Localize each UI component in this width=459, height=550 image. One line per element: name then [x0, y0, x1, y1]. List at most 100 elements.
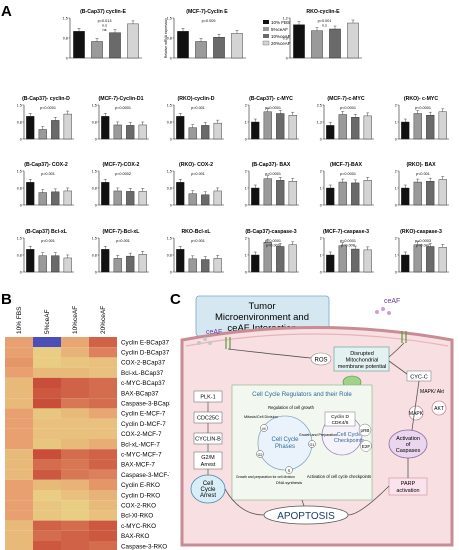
e2f-label: E2F	[362, 444, 371, 449]
cell-cycle-arrest-line2: Cycle	[200, 487, 216, 493]
bar	[326, 187, 335, 206]
panel-a-bar-charts: (B-Cap37) cyclin-E00.81.5p=0.013n.sns(MC…	[17, 9, 449, 274]
heatmap-cell	[61, 428, 89, 439]
mitochondria-line3: membrane potential	[338, 364, 387, 370]
y-tick-label: 0	[95, 270, 97, 274]
chart-title: (MCF-7)-COX-2	[103, 162, 140, 168]
heatmap-cell	[33, 428, 61, 439]
heatmap-row-label: Cyclin D-BCap37	[121, 350, 170, 357]
arrow	[347, 485, 390, 516]
bar	[38, 129, 47, 140]
heatmap-row-label: c-MYC-BCap37	[121, 380, 166, 387]
heatmap-cell	[61, 510, 89, 521]
y-tick-label: 0	[20, 137, 22, 141]
heatmap-row-label: Cyclin E-RKO	[121, 482, 160, 489]
bar	[126, 255, 135, 273]
bar	[413, 244, 422, 273]
heatmap-cell	[61, 388, 89, 399]
chart-title: (RKO)-caspase-3	[400, 229, 442, 235]
diagram-arrows	[224, 342, 420, 516]
y-tick-label: 1.5	[167, 16, 172, 20]
bar	[401, 121, 410, 140]
bar	[338, 181, 347, 206]
y-tick-label: 0.8	[92, 186, 97, 190]
akt-label: AKT	[434, 406, 444, 412]
significance-annotation: p=0.0001	[115, 106, 131, 110]
bar	[413, 113, 422, 140]
bar	[51, 255, 60, 273]
significance-annotation: p=0.001	[318, 19, 332, 23]
significance-annotation: p=0.013	[98, 19, 112, 23]
phase-s-label: S	[288, 469, 291, 473]
growth-prep-text: Growth and Preparation	[299, 433, 337, 437]
bar	[26, 116, 35, 140]
bar	[288, 244, 297, 273]
y-tick-label: 0	[170, 203, 172, 207]
cell-membrane-inner	[185, 333, 449, 347]
significance-annotation: p=0.001	[116, 239, 130, 243]
heatmap-cell	[89, 541, 117, 550]
y-tick-label: 1	[245, 120, 247, 124]
legend-swatch-4	[262, 40, 270, 46]
heatmap-cell	[5, 357, 33, 368]
regulators-title: Cell Cycle Regulators and their Role	[252, 391, 352, 398]
heatmap-cell	[33, 541, 61, 550]
heatmap-row-label: Caspase-3-MCF-7	[121, 472, 173, 479]
ros-node	[310, 352, 332, 366]
panel-letter-a: A	[1, 3, 12, 20]
heatmap-cell	[61, 357, 89, 368]
y-tick-label: 0.8	[167, 253, 172, 257]
significance-annotation: n.s	[102, 24, 107, 28]
heatmap-cell	[61, 377, 89, 388]
mapk-akt-label: MAPK/ Akt	[420, 389, 445, 395]
cell-cycle-phases-line1: Cell Cycle	[271, 437, 299, 443]
chart-title: (MCF-7)-Cyclin-D1	[99, 96, 144, 102]
heatmap-cell	[5, 388, 33, 399]
heatmap-cell	[33, 418, 61, 429]
y-tick-label: 0.8	[167, 120, 172, 124]
ceaf-dot	[208, 341, 212, 345]
chart-title: (B-Cap37)- BAX	[252, 162, 291, 168]
bar	[176, 249, 185, 273]
y-tick-label: 0	[245, 203, 247, 207]
significance-annotation: p=0.009	[202, 19, 216, 23]
bar	[51, 191, 60, 206]
y-tick-label: 1	[395, 253, 397, 257]
heatmap-cell	[89, 428, 117, 439]
bar	[126, 125, 135, 140]
bar	[101, 182, 110, 206]
bar	[213, 37, 225, 59]
bar	[351, 117, 360, 140]
chart-title: (RKO)-cyclin-D	[178, 96, 215, 102]
y-tick-label: 0	[395, 270, 397, 274]
bar	[51, 120, 60, 140]
heatmap-cell	[5, 459, 33, 470]
chart-title: (B-Cap37)- COX-2	[24, 162, 68, 168]
heatmap-cell	[61, 398, 89, 409]
parp-line1: PARP	[401, 481, 416, 487]
heatmap-cell	[61, 449, 89, 460]
phase-s-node	[285, 466, 293, 474]
heatmap-row-label: c-MYC-MCF-7	[121, 452, 162, 459]
y-tick-label: 0	[170, 137, 172, 141]
bar	[347, 22, 359, 59]
prb-label: pRB	[361, 428, 370, 433]
bar	[63, 113, 72, 140]
heatmap-cell	[89, 449, 117, 460]
bar	[426, 180, 435, 206]
bar	[363, 249, 372, 273]
bar	[329, 28, 341, 59]
heatmap-cell	[89, 347, 117, 358]
prb-node	[358, 423, 372, 437]
chart-title: (B-Cap37) Bcl-xL	[25, 229, 68, 235]
significance-annotation: p=0.009	[341, 244, 355, 248]
y-tick-label: 0.8	[92, 120, 97, 124]
chart-title: (MCF-7)-BAX	[330, 162, 363, 168]
y-tick-label: 1.5	[63, 16, 68, 20]
heatmap-cell	[33, 449, 61, 460]
